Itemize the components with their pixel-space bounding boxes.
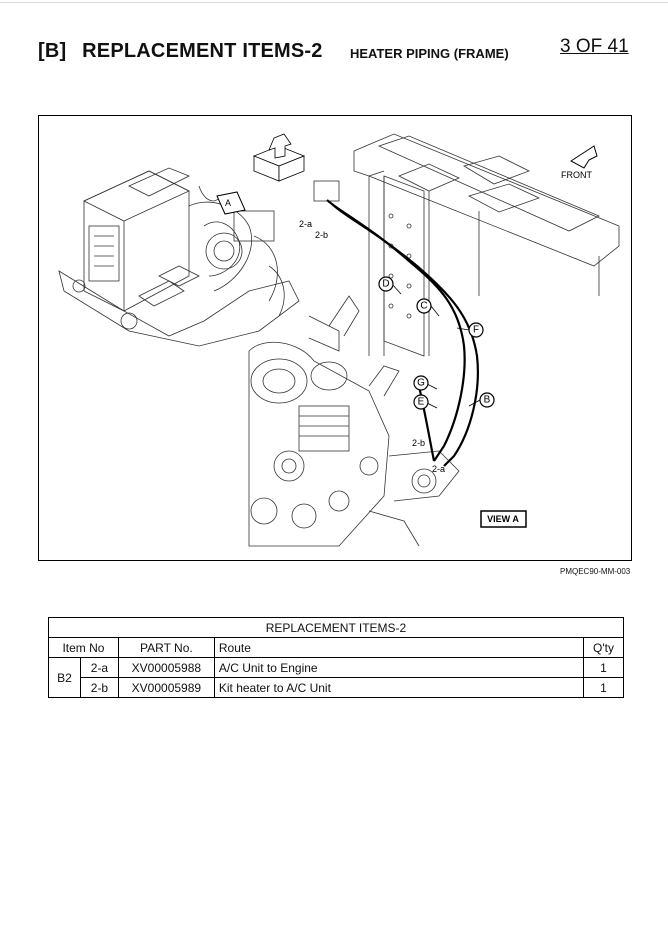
qty-cell: 1 (583, 657, 624, 678)
item-cell: 2-b (79, 677, 119, 698)
callout-g: G (413, 375, 429, 391)
page-subtitle: HEATER PIPING (FRAME) (350, 46, 509, 61)
column-header-qty: Q'ty (583, 637, 624, 658)
page-number: 3 OF 41 (560, 36, 629, 57)
svg-text:F: F (473, 325, 479, 336)
route-cell: Kit heater to A/C Unit (213, 677, 585, 698)
engine-drawing (248, 295, 460, 547)
heater-hoses (326, 199, 479, 467)
callout-f: F (468, 322, 484, 338)
hose-label-2b-bottom: 2-b (412, 438, 425, 448)
overview-machine-drawing (58, 167, 300, 347)
table-caption: REPLACEMENT ITEMS-2 (48, 617, 624, 638)
hose-label-2a-top: 2-a (299, 219, 312, 229)
route-cell: A/C Unit to Engine (213, 657, 585, 678)
column-header-item-no: Item No (48, 637, 119, 658)
svg-text:C: C (420, 301, 427, 312)
svg-text:VIEW A: VIEW A (487, 514, 519, 524)
page-title: REPLACEMENT ITEMS-2 (82, 40, 323, 62)
column-header-part-no: PART No. (117, 637, 215, 658)
replacement-items-table: REPLACEMENT ITEMS-2 Item No PART No. Rou… (48, 617, 624, 698)
callout-b: B (479, 392, 495, 408)
section-code: [B] (38, 40, 67, 62)
callout-e: E (413, 394, 429, 410)
view-a-marker: A (216, 191, 246, 215)
technical-figure: A FRONT (38, 115, 632, 561)
orientation-icon (252, 133, 306, 182)
svg-text:A: A (225, 198, 231, 208)
callout-d: D (378, 276, 394, 292)
svg-text:G: G (417, 378, 425, 389)
view-a-label: VIEW A (480, 510, 527, 528)
svg-text:D: D (382, 279, 389, 290)
table-row: B2 2-a XV00005988 A/C Unit to Engine 1 (48, 657, 624, 698)
table-header-row: Item No PART No. Route Q'ty (48, 637, 624, 658)
group-cell: B2 (48, 657, 81, 698)
table-row: 2-b XV00005989 Kit heater to A/C Unit 1 (49, 677, 624, 698)
svg-text:E: E (418, 397, 425, 408)
callout-c: C (416, 298, 432, 314)
qty-cell: 1 (583, 677, 624, 698)
page-header: [B] REPLACEMENT ITEMS-2 (38, 40, 323, 63)
figure-code: PMQEC90-MM-003 (560, 567, 631, 576)
part-cell: XV00005988 (117, 657, 215, 678)
svg-text:FRONT: FRONT (561, 170, 592, 180)
heater-piping-drawing: A FRONT (58, 133, 620, 547)
hose-label-2a-bottom: 2-a (432, 464, 445, 474)
leader-lines (391, 283, 481, 409)
front-arrow: FRONT (561, 145, 598, 180)
column-header-route: Route (213, 637, 585, 658)
item-cell: 2-a (79, 657, 119, 678)
svg-text:B: B (484, 395, 491, 406)
part-cell: XV00005989 (117, 677, 215, 698)
table-caption-row: REPLACEMENT ITEMS-2 (48, 617, 624, 638)
hose-label-2b-top: 2-b (315, 230, 328, 240)
top-rule (0, 2, 668, 3)
